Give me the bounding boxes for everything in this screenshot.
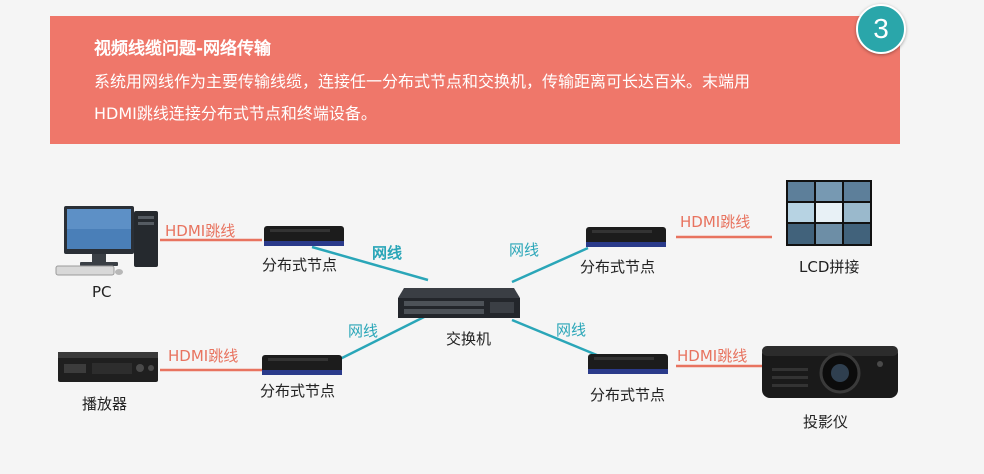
net-label-top-right: 网线 xyxy=(509,241,540,259)
node-icon-bottom-right xyxy=(588,354,668,374)
node-label-top-left: 分布式节点 xyxy=(262,256,338,274)
pc-icon xyxy=(55,206,158,276)
node-icon-top-right xyxy=(586,227,666,247)
net-line-top-left xyxy=(311,245,429,282)
net-label-top-left: 网线 xyxy=(372,244,403,262)
player-label: 播放器 xyxy=(82,395,128,413)
banner-line-1: 系统用网线作为主要传输线缆，连接任一分布式节点和交换机，传输距离可长达百米。末端… xyxy=(94,72,751,91)
lcd-wall-label: LCD拼接 xyxy=(799,258,860,276)
player-icon xyxy=(58,352,158,382)
net-label-bottom-left: 网线 xyxy=(348,322,379,340)
projector-icon xyxy=(762,346,898,398)
projector-label: 投影仪 xyxy=(803,413,849,431)
net-label-bottom-right: 网线 xyxy=(556,321,587,339)
switch-label: 交换机 xyxy=(446,330,492,348)
hdmi-label-top-right: HDMI跳线 xyxy=(680,213,751,231)
hdmi-label-bottom-left: HDMI跳线 xyxy=(168,347,239,365)
net-line-top-right xyxy=(511,246,589,284)
banner-description: 系统用网线作为主要传输线缆，连接任一分布式节点和交换机，传输距离可长达百米。末端… xyxy=(94,66,864,130)
node-label-bottom-right: 分布式节点 xyxy=(590,386,666,404)
banner-title: 视频线缆问题-网络传输 xyxy=(94,39,272,59)
lcd-wall-icon xyxy=(786,180,872,246)
switch-icon xyxy=(398,288,520,318)
net-line-bottom-right xyxy=(511,318,605,360)
node-icon-top-left xyxy=(264,226,344,246)
hdmi-label-bottom-right: HDMI跳线 xyxy=(677,347,748,365)
node-label-bottom-left: 分布式节点 xyxy=(260,382,336,400)
node-icon-bottom-left xyxy=(262,355,342,375)
banner-line-2: HDMI跳线连接分布式节点和终端设备。 xyxy=(94,104,377,123)
pc-label: PC xyxy=(92,283,112,301)
hdmi-label-top-left: HDMI跳线 xyxy=(165,222,236,240)
node-label-top-right: 分布式节点 xyxy=(580,258,656,276)
step-number-badge: 3 xyxy=(856,4,906,54)
header-banner: 视频线缆问题-网络传输 系统用网线作为主要传输线缆，连接任一分布式节点和交换机，… xyxy=(50,16,900,144)
net-line-bottom-left xyxy=(337,314,427,362)
